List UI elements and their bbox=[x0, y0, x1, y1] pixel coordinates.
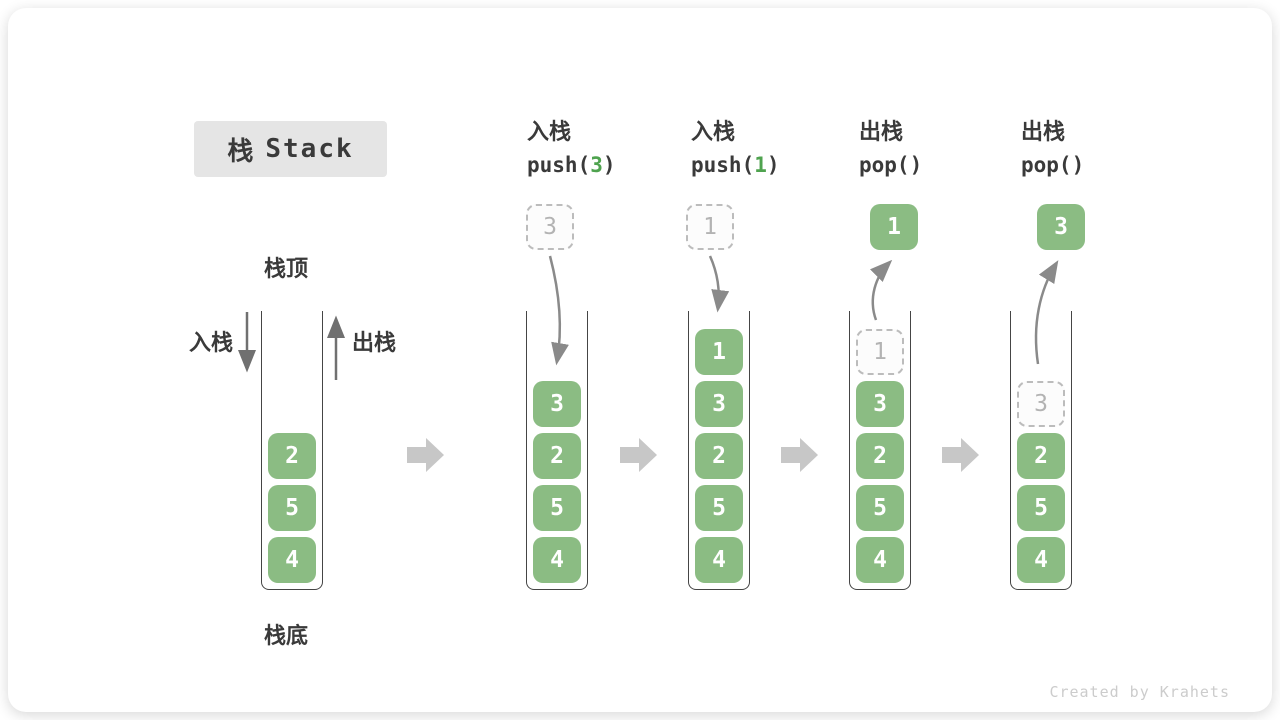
op-header-pop-1: 出栈 pop() bbox=[859, 114, 922, 177]
credit-watermark: Created by Krahets bbox=[1049, 683, 1230, 701]
stack-cell: 5 bbox=[695, 485, 743, 531]
stack-cell: 3 bbox=[856, 381, 904, 427]
stack-cell: 5 bbox=[268, 485, 316, 531]
stack-cell: 2 bbox=[856, 433, 904, 479]
title-en: Stack bbox=[265, 134, 354, 164]
stack-cell: 3 bbox=[533, 381, 581, 427]
diagram-card: 栈 Stack 入栈 push(3) 入栈 push(1) 出栈 pop() 出… bbox=[8, 8, 1272, 712]
title-zh: 栈 bbox=[227, 135, 254, 166]
stack-cell: 3 bbox=[695, 381, 743, 427]
op-header-push-1: 入栈 push(1) bbox=[691, 114, 780, 177]
ghost-cell: 3 bbox=[1017, 381, 1065, 427]
stack-cell: 5 bbox=[533, 485, 581, 531]
op-label-zh: 入栈 bbox=[691, 119, 736, 144]
op-header-push-3: 入栈 push(3) bbox=[527, 114, 616, 177]
op-code: push(3) bbox=[527, 153, 616, 177]
op-label-zh: 出栈 bbox=[1021, 119, 1066, 144]
flow-arrow-icon bbox=[407, 438, 444, 472]
stack-cell: 2 bbox=[1017, 433, 1065, 479]
stack-top-label: 栈顶 bbox=[264, 256, 309, 281]
stack-container-push-3: 3 2 5 4 bbox=[526, 311, 588, 590]
op-code: pop() bbox=[1021, 153, 1085, 177]
stack-cell: 1 bbox=[695, 329, 743, 375]
float-box-push-3: 3 bbox=[526, 204, 574, 250]
push-label: 入栈 bbox=[189, 330, 234, 355]
arrows-overlay bbox=[238, 255, 1059, 472]
float-box-pop-1: 1 bbox=[870, 204, 918, 250]
stack-bottom-label: 栈底 bbox=[264, 623, 309, 648]
op-code: pop() bbox=[859, 153, 923, 177]
stack-cell: 2 bbox=[533, 433, 581, 479]
stack-cell: 4 bbox=[856, 537, 904, 583]
pop-label: 出栈 bbox=[352, 330, 397, 355]
op-code-arg: 1 bbox=[754, 153, 767, 177]
stack-cell: 5 bbox=[856, 485, 904, 531]
stack-container-initial: 2 5 4 bbox=[261, 311, 323, 590]
stack-cell: 4 bbox=[1017, 537, 1065, 583]
flow-arrow-icon bbox=[620, 438, 657, 472]
stack-cell: 4 bbox=[695, 537, 743, 583]
float-box-push-1: 1 bbox=[686, 204, 734, 250]
push-curve-arrow-icon bbox=[708, 255, 730, 313]
op-code-arg: 3 bbox=[590, 153, 603, 177]
stack-container-push-1: 1 3 2 5 4 bbox=[688, 311, 750, 590]
op-code: push(1) bbox=[691, 153, 780, 177]
stack-cell: 2 bbox=[268, 433, 316, 479]
stack-cell: 5 bbox=[1017, 485, 1065, 531]
float-box-pop-3: 3 bbox=[1037, 204, 1085, 250]
flow-arrow-icon bbox=[942, 438, 979, 472]
ghost-cell: 1 bbox=[856, 329, 904, 375]
stack-cell: 2 bbox=[695, 433, 743, 479]
stack-cell: 4 bbox=[268, 537, 316, 583]
op-label-zh: 出栈 bbox=[859, 119, 904, 144]
stack-container-pop-3: 3 2 5 4 bbox=[1010, 311, 1072, 590]
op-header-pop-3: 出栈 pop() bbox=[1021, 114, 1084, 177]
flow-arrow-icon bbox=[781, 438, 818, 472]
op-label-zh: 入栈 bbox=[527, 119, 572, 144]
title-box: 栈 Stack bbox=[194, 121, 387, 177]
stack-cell: 4 bbox=[533, 537, 581, 583]
stack-container-pop-1: 1 3 2 5 4 bbox=[849, 311, 911, 590]
